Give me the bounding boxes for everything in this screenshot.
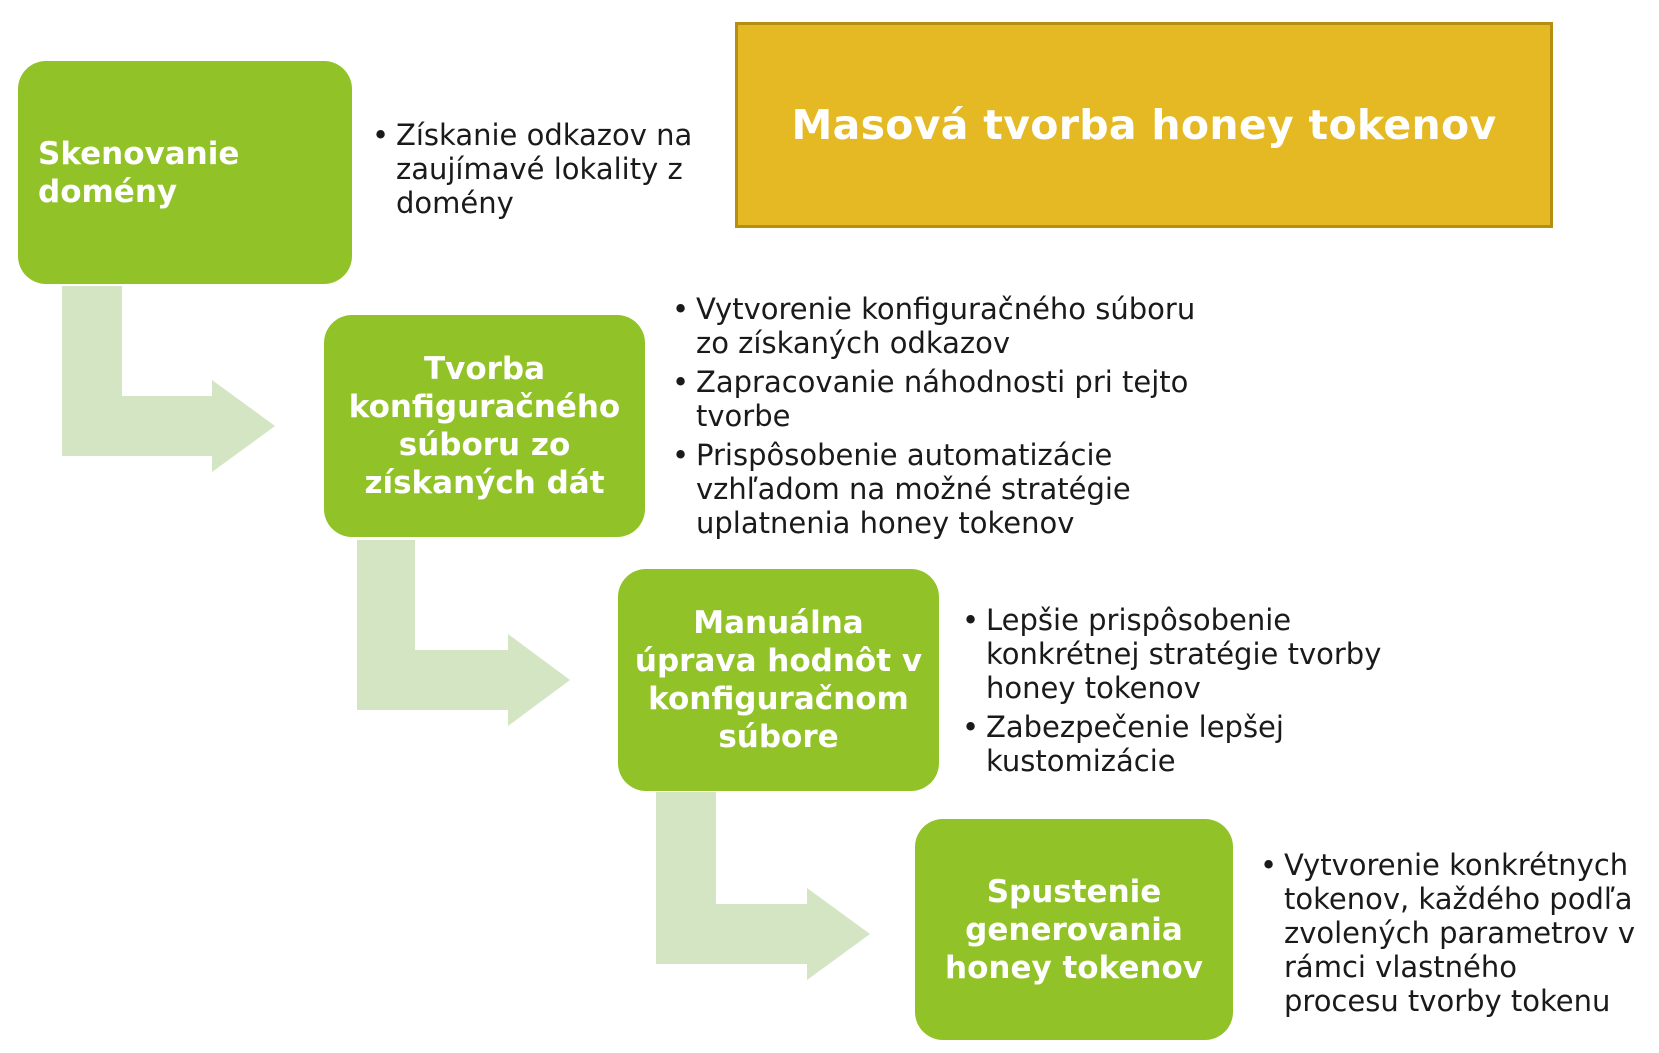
diagram-title-box: Masová tvorba honey tokenov [735,22,1553,228]
step-1-bullets: Získanie odkazov na zaujímavé lokality z… [372,118,712,225]
step-label-3: Manuálna úprava hodnôt v konfiguračnom s… [634,605,923,755]
step-label-1: Skenovanie domény [38,135,240,210]
step-box-3: Manuálna úprava hodnôt v konfiguračnom s… [618,569,939,791]
bullet-item: Vytvorenie konfiguračného súboru zo získ… [672,292,1196,360]
step-label-2: Tvorba konfiguračného súboru zo získanýc… [348,351,621,501]
arrow-step1-to-step2 [62,286,275,472]
bullet-item: Zapracovanie náhodnosti pri tejto tvorbe [672,365,1196,433]
step-box-1: Skenovanie domény [18,61,352,284]
diagram-title: Masová tvorba honey tokenov [791,101,1497,149]
step-label-4: Spustenie generovania honey tokenov [945,873,1203,986]
arrow-step2-to-step3 [357,540,570,726]
step-4-bullets: Vytvorenie konkrétnych tokenov, každého … [1260,848,1652,1023]
bullet-item: Zabezpečenie lepšej kustomizácie [962,710,1316,778]
bullet-item: Prispôsobenie automatizácie vzhľadom na … [672,438,1151,540]
step-box-2: Tvorba konfiguračného súboru zo získanýc… [324,315,645,537]
arrow-step3-to-step4 [656,792,870,980]
step-box-4: Spustenie generovania honey tokenov [915,819,1233,1040]
step-2-bullets: Vytvorenie konfiguračného súboru zo získ… [672,292,1232,545]
bullet-item: Lepšie prispôsobenie konkrétnej stratégi… [962,603,1386,705]
bullet-item: Vytvorenie konkrétnych tokenov, každého … [1260,848,1639,1018]
bullet-item: Získanie odkazov na zaujímavé lokality z… [372,118,712,220]
step-3-bullets: Lepšie prispôsobenie konkrétnej stratégi… [962,603,1402,783]
